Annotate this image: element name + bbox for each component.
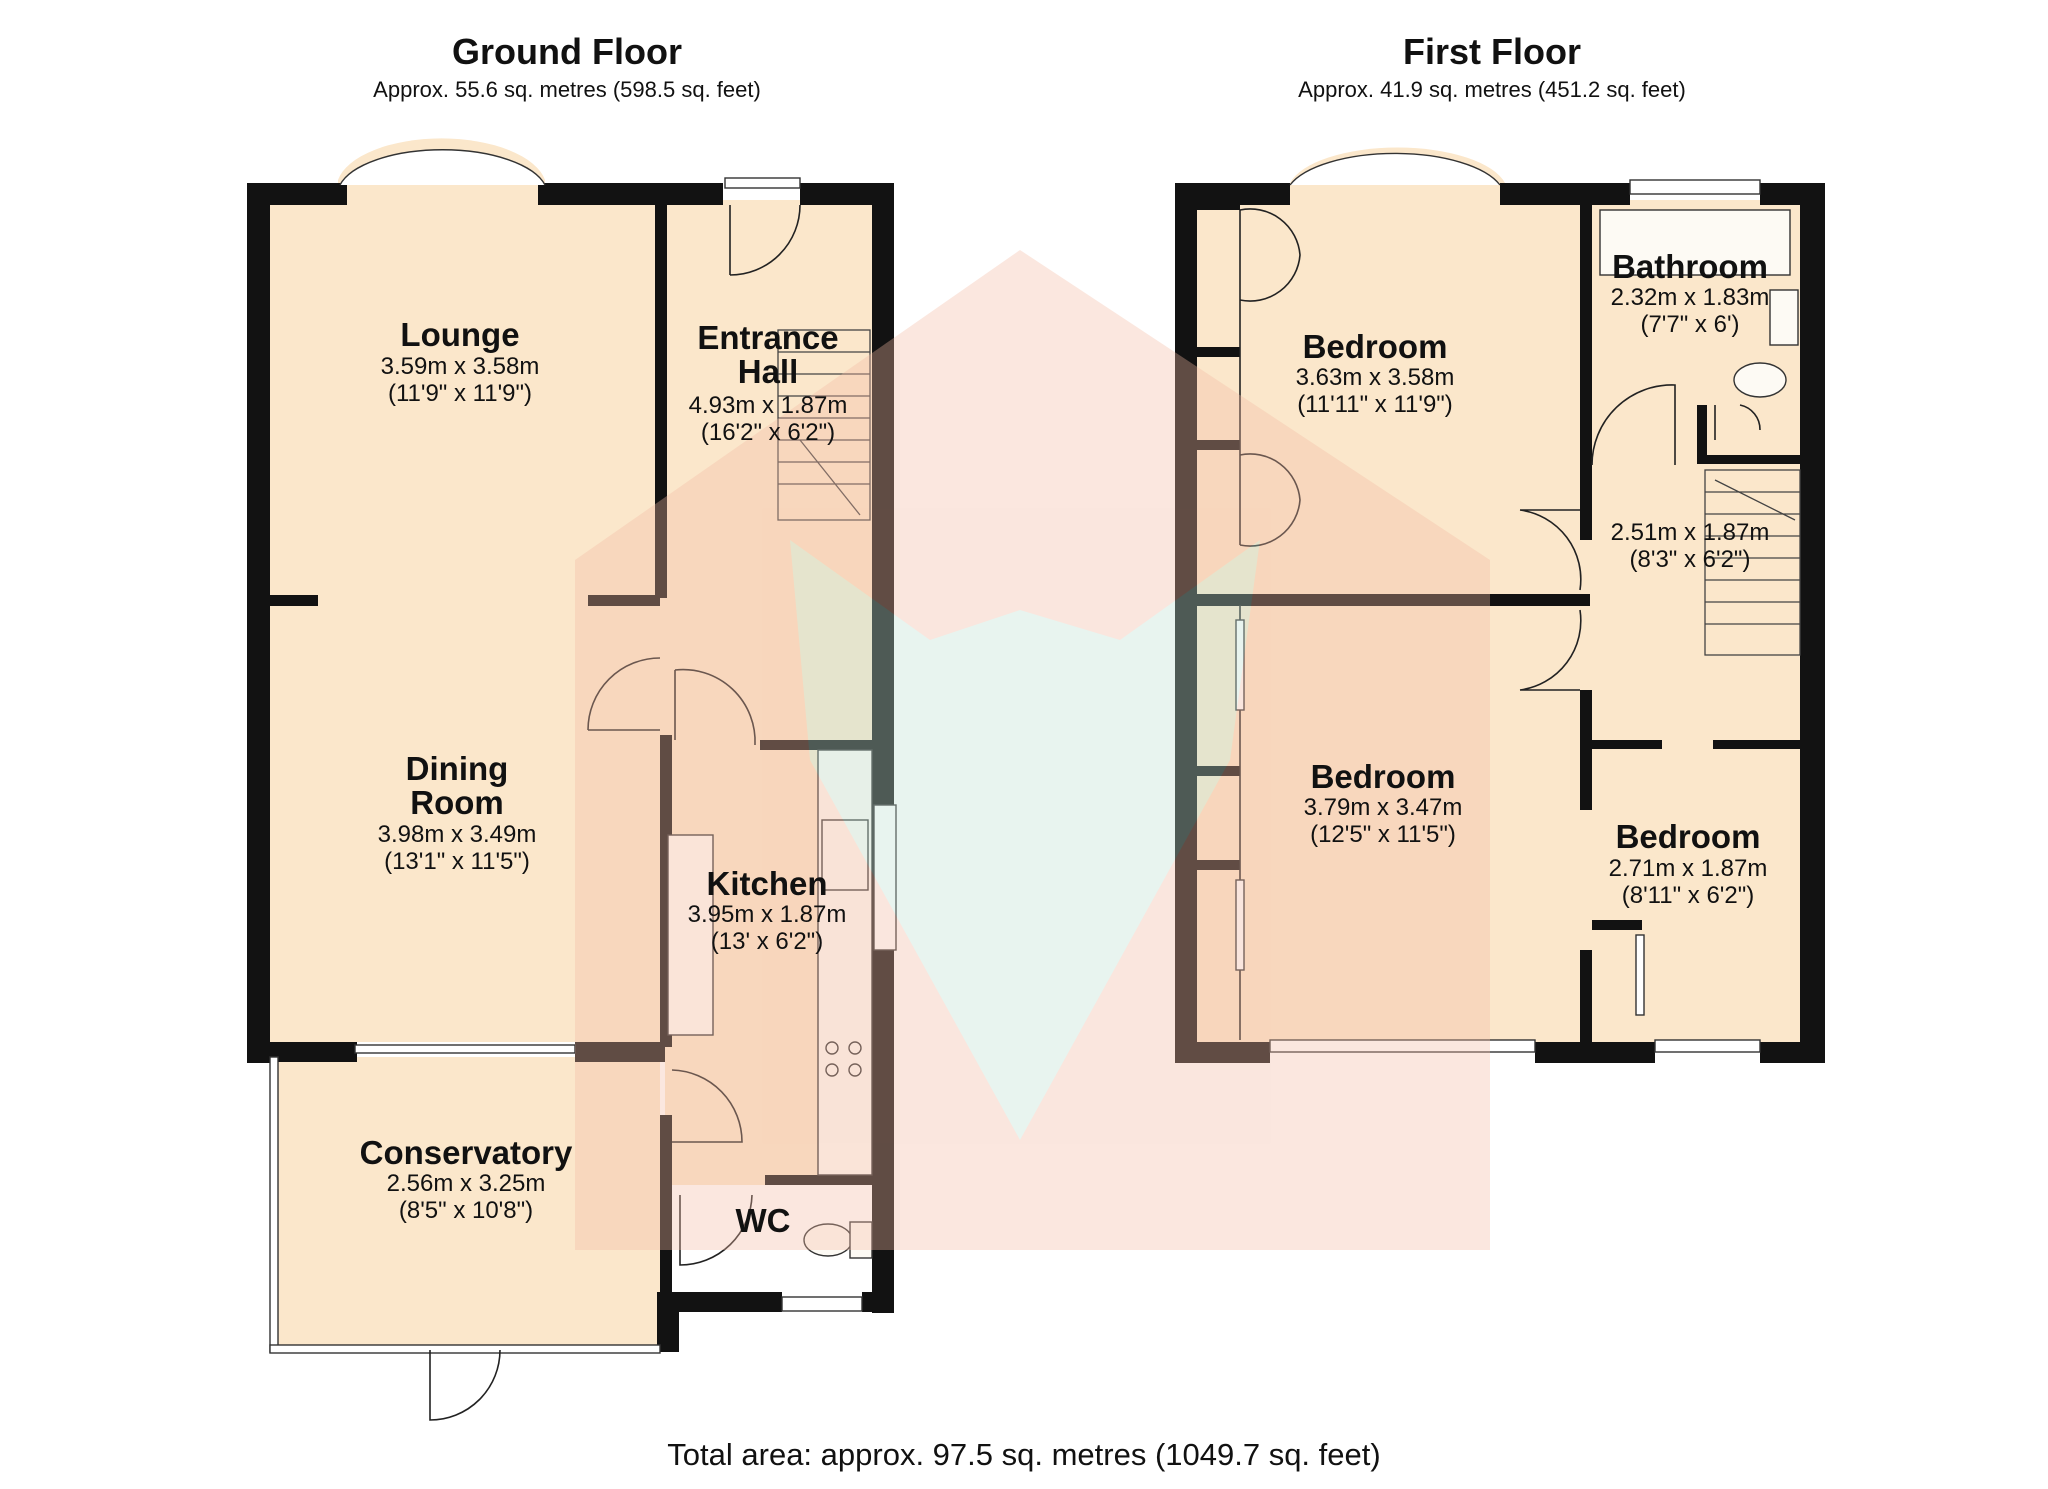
bathroom-label: Bathroom [1612,248,1768,285]
conservatory-label: Conservatory [360,1134,573,1171]
dining-room-metric: 3.98m x 3.49m [378,821,537,848]
entrance-hall-metric: 4.93m x 1.87m [689,392,848,419]
wc-label: WC [736,1202,791,1239]
bedroom-small-metric: 2.71m x 1.87m [1609,855,1768,882]
bathroom-imperial: (7'7" x 6') [1640,311,1739,338]
bedroom-front-metric: 3.63m x 3.58m [1296,364,1455,391]
landing-metric: 2.51m x 1.87m [1611,519,1770,546]
lounge-imperial: (11'9" x 11'9") [388,380,532,407]
kitchen-imperial: (13' x 6'2") [711,928,823,955]
conservatory-imperial: (8'5" x 10'8") [399,1197,533,1224]
ground-floor-plan [247,138,897,1421]
watermark-logo [575,250,1490,1250]
kitchen-label: Kitchen [706,865,827,902]
total-area: Total area: approx. 97.5 sq. metres (104… [667,1437,1380,1472]
lounge-metric: 3.59m x 3.58m [381,353,540,380]
bathroom-metric: 2.32m x 1.83m [1611,284,1770,311]
entrance-hall-label-line2: Hall [738,353,799,390]
entrance-hall-label-line1: Entrance [697,319,838,356]
first-floor-area: Approx. 41.9 sq. metres (451.2 sq. feet) [1298,77,1686,102]
dining-room-imperial: (13'1" x 11'5") [384,848,530,875]
dining-room-label-line1: Dining [406,750,509,787]
bedroom-rear-imperial: (12'5" x 11'5") [1310,821,1456,848]
bedroom-rear-label: Bedroom [1311,758,1456,795]
first-floor-plan [1175,147,1825,1063]
dining-room-label-line2: Room [410,784,504,821]
lounge-label: Lounge [400,316,519,353]
bedroom-front-label: Bedroom [1303,328,1448,365]
bedroom-front-imperial: (11'11" x 11'9") [1297,391,1453,418]
landing-imperial: (8'3" x 6'2") [1630,546,1751,573]
conservatory-metric: 2.56m x 3.25m [387,1170,546,1197]
bedroom-rear-metric: 3.79m x 3.47m [1304,794,1463,821]
bedroom-small-imperial: (8'11" x 6'2") [1622,882,1754,909]
ground-floor-area: Approx. 55.6 sq. metres (598.5 sq. feet) [373,77,761,102]
ground-floor-title: Ground Floor [452,31,682,72]
bedroom-small-label: Bedroom [1616,818,1761,855]
kitchen-metric: 3.95m x 1.87m [688,901,847,928]
entrance-hall-imperial: (16'2" x 6'2") [701,419,835,446]
first-floor-title: First Floor [1403,31,1581,72]
